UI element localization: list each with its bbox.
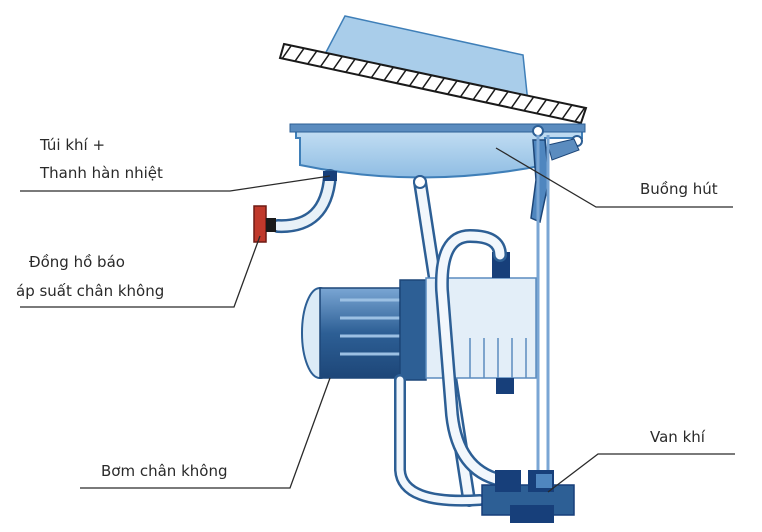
label-gauge-2: áp suất chân không bbox=[16, 282, 164, 300]
pump-hose bbox=[434, 228, 507, 487]
label-valve: Van khí bbox=[650, 428, 706, 446]
latch-arm bbox=[530, 138, 580, 224]
leader-gauge bbox=[20, 235, 261, 308]
label-chamber: Buồng hút bbox=[640, 180, 718, 198]
vacuum-gauge bbox=[253, 205, 276, 243]
lid bbox=[278, 15, 588, 125]
label-pump: Bơm chân không bbox=[101, 462, 227, 480]
leader-valve bbox=[547, 453, 735, 493]
vacuum-pump bbox=[301, 252, 537, 394]
leader-pump bbox=[80, 377, 331, 489]
air-valve bbox=[481, 470, 575, 523]
label-airbag-1: Túi khí + bbox=[39, 136, 105, 154]
label-airbag-2: Thanh hàn nhiệt bbox=[39, 164, 163, 182]
label-gauge-1: Đồng hồ báo bbox=[29, 253, 125, 271]
leader-lines bbox=[20, 147, 735, 493]
drain-hose bbox=[394, 374, 486, 507]
valve-rod bbox=[536, 135, 550, 470]
leader-chamber bbox=[495, 147, 733, 208]
leader-airbag bbox=[20, 175, 331, 192]
